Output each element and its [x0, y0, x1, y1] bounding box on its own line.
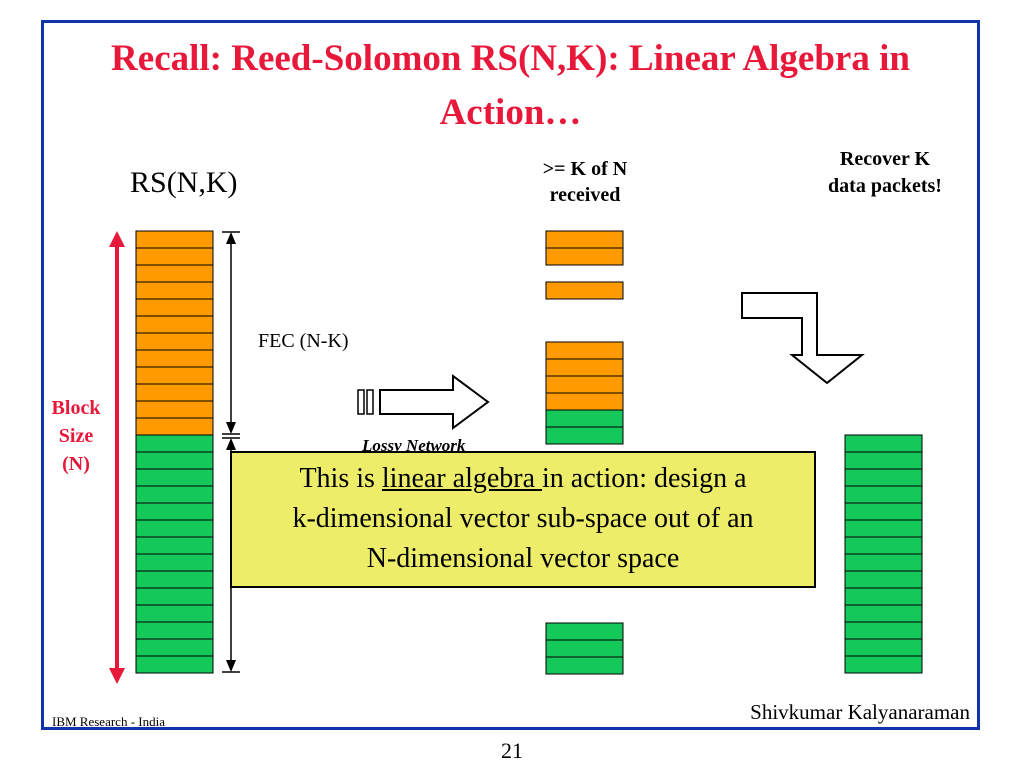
recover-label-line1: Recover K [839, 148, 931, 170]
recovered-data-packet [844, 451, 923, 470]
recovered-data-packet [844, 502, 923, 521]
recovered-data-packet [844, 519, 923, 538]
recovered-data-packet [844, 570, 923, 589]
data-packet [135, 638, 214, 657]
recovered-data-packet [844, 621, 923, 640]
received-fec-packet [545, 392, 624, 411]
fec-packet [135, 315, 214, 334]
recovered-packet-stack [844, 434, 923, 674]
slide-title: Recall: Reed-Solomon RS(N,K): Linear Alg… [111, 38, 910, 133]
received-fec-packet [545, 281, 624, 300]
recovered-data-packet [844, 536, 923, 555]
received-label: >= K of N received [510, 156, 660, 208]
fec-packet [135, 417, 214, 436]
data-packet [135, 451, 214, 470]
recover-arrow-icon [741, 292, 865, 385]
recovered-data-packet [844, 655, 923, 674]
fec-packet [135, 281, 214, 300]
data-packet [135, 570, 214, 589]
fec-packet [135, 298, 214, 317]
data-packet [135, 655, 214, 674]
recovered-data-packet [844, 604, 923, 623]
fec-packet [135, 349, 214, 368]
received-fec-packet [545, 358, 624, 377]
data-packet [135, 468, 214, 487]
recovered-data-packet [844, 553, 923, 572]
callout-underlined: linear algebra [381, 463, 543, 494]
data-packet [135, 553, 214, 572]
fec-packet [135, 332, 214, 351]
recover-label: Recover K data packets! [790, 146, 980, 200]
fec-packet [135, 247, 214, 266]
data-packet [135, 536, 214, 555]
callout-after: in action: design a [542, 463, 747, 494]
lossy-network-arrow-icon [357, 374, 490, 430]
callout-line2: k-dimensional vector sub-space out of an [292, 503, 754, 534]
footer-author: Shivkumar Kalyanaraman [750, 700, 970, 724]
data-packet [135, 434, 214, 453]
data-packet [135, 485, 214, 504]
fec-dimension-arrow [222, 231, 240, 435]
lossy-network-label: Lossy Network [362, 436, 466, 455]
received-data-packet [545, 409, 624, 428]
recover-label-line2: data packets! [828, 175, 942, 197]
data-packet [135, 587, 214, 606]
block-size-label-line1: Block [51, 397, 101, 419]
received-data-packet [545, 426, 624, 445]
received-data-packet [545, 622, 624, 641]
recovered-data-packet [844, 587, 923, 606]
received-data-packet [545, 639, 624, 658]
recovered-data-packet [844, 485, 923, 504]
data-packet [135, 519, 214, 538]
received-fec-packet [545, 247, 624, 266]
fec-packet [135, 230, 214, 249]
recovered-data-packet [844, 638, 923, 657]
block-size-arrow-bottom-head [109, 668, 125, 684]
page-number: 21 [501, 738, 523, 763]
data-packet [135, 604, 214, 623]
received-packet-stack [545, 230, 624, 675]
data-packet [135, 502, 214, 521]
callout-line3: N-dimensional vector space [366, 543, 680, 574]
fec-packet [135, 366, 214, 385]
block-size-label-line2: Size [58, 425, 94, 447]
recovered-data-packet [844, 468, 923, 487]
linear-algebra-callout: This is linear algebra in action: design… [230, 451, 816, 588]
callout-before: This is [299, 463, 382, 494]
source-packet-stack [135, 230, 214, 674]
recovered-data-packet [844, 434, 923, 453]
received-label-line1: >= K of N [542, 158, 628, 180]
fec-packet [135, 383, 214, 402]
data-packet [135, 621, 214, 640]
block-size-arrow-top-head [109, 231, 125, 247]
callout-line1: This is linear algebra in action: design… [232, 459, 814, 499]
rs-nk-label: RS(N,K) [130, 166, 238, 199]
received-fec-packet [545, 341, 624, 360]
received-fec-packet [545, 375, 624, 394]
block-size-label-line3: (N) [62, 453, 90, 475]
footer-org: IBM Research - India [52, 714, 165, 729]
fec-packet [135, 400, 214, 419]
fec-label: FEC (N-K) [258, 330, 349, 352]
received-data-packet [545, 656, 624, 675]
received-label-line2: received [549, 184, 621, 206]
received-fec-packet [545, 230, 624, 249]
block-size-arrow [109, 231, 125, 684]
block-size-label: Block Size (N) [36, 394, 116, 478]
fec-packet [135, 264, 214, 283]
slide-frame [41, 20, 980, 730]
